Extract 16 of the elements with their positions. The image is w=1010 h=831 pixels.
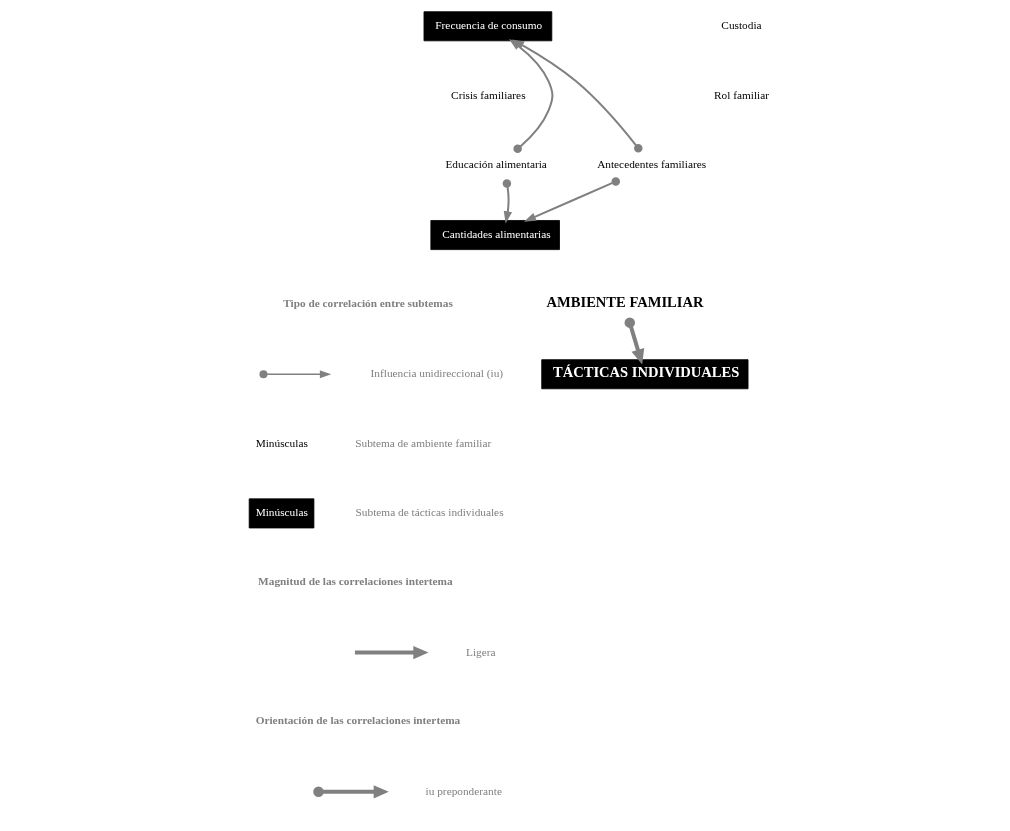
node-text: Antecedentes familiares: [596, 158, 706, 171]
label: Tipo de correlación entre subtemas: [282, 296, 453, 309]
legend-label: Influencia unidireccional (iu): [370, 367, 503, 380]
label: Minúsculas: [255, 436, 308, 449]
node-text: Educación alimentaria: [444, 158, 547, 171]
legend-label: Subtema de tácticas individuales: [355, 506, 504, 519]
label: Custodia: [720, 19, 762, 32]
label: Minúsculas: [255, 506, 308, 519]
label: Rol familiar: [713, 88, 769, 101]
label: Crisis familiares: [450, 88, 526, 101]
label: Magnitud de las correlaciones intertema: [257, 575, 453, 588]
legend-label: Ligera: [465, 645, 496, 658]
legend-label: iu preponderante: [425, 784, 502, 797]
node-text: AMBIENTE FAMILIAR: [546, 294, 703, 311]
label: Orientación de las correlaciones intertema: [255, 714, 460, 727]
legend-label: Subtema de ambiente familiar: [354, 436, 491, 449]
